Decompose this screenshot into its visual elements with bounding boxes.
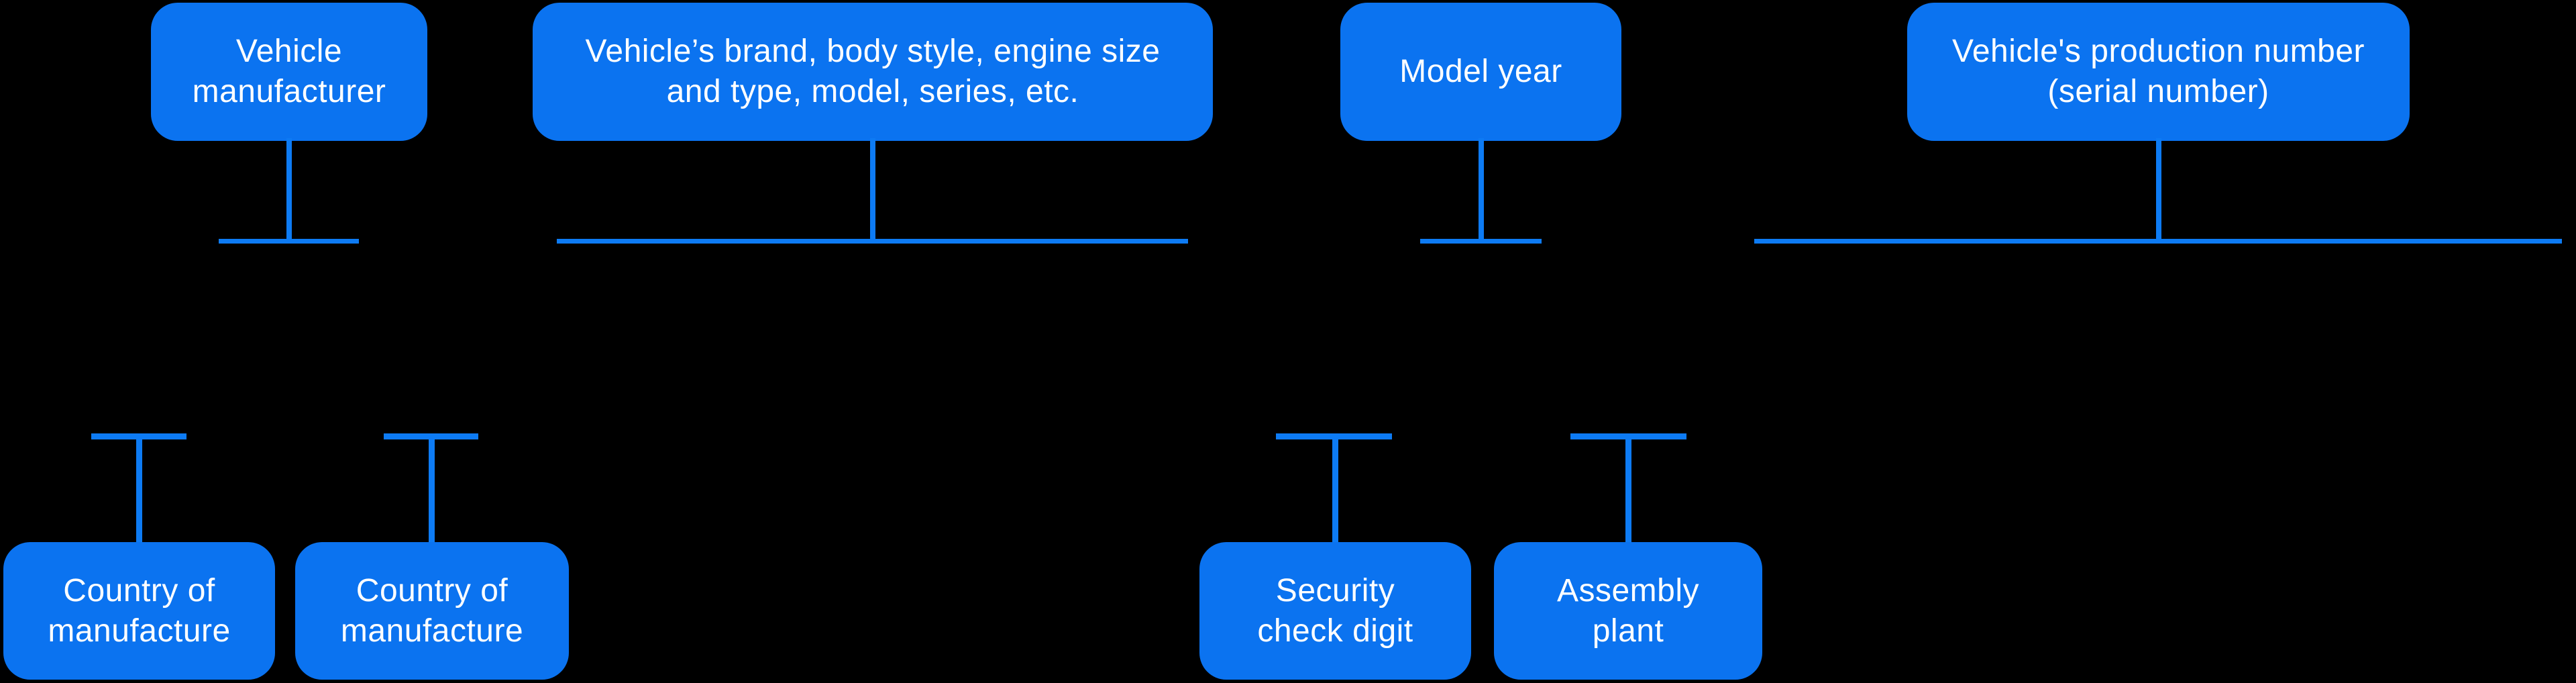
label-line: manufacture (340, 613, 524, 649)
connector-bar-vehicle-manufacturer (219, 239, 359, 244)
label-line: Country of (356, 572, 508, 609)
node-assembly-plant: Assembly plant (1494, 542, 1762, 680)
node-country-of-manufacture-1: Country of manufacture (3, 542, 275, 680)
label-line: Model year (1399, 54, 1562, 89)
connector-stem-security-check-digit (1332, 433, 1338, 542)
label-line: plant (1592, 613, 1664, 649)
node-security-check-digit: Security check digit (1199, 542, 1471, 680)
connector-stem-assembly-plant (1625, 433, 1631, 542)
node-vehicle-descriptor: Vehicle’s brand, body style, engine size… (533, 3, 1213, 141)
label-line: Assembly (1556, 572, 1700, 609)
label-line: Vehicle (235, 34, 343, 69)
node-label: Vehicle's production number (serial numb… (1952, 32, 2365, 112)
label-line: Vehicle’s brand, body style, engine size (585, 34, 1161, 69)
node-vehicle-manufacturer: Vehicle manufacturer (151, 3, 427, 141)
node-label: Vehicle manufacturer (193, 32, 386, 112)
connector-stem-vehicle-descriptor (870, 138, 875, 240)
node-label: Country of manufacture (341, 571, 523, 651)
label-line: manufacturer (192, 74, 386, 109)
label-line: Security (1275, 572, 1395, 609)
connector-stem-model-year (1479, 138, 1484, 240)
connector-bar-model-year (1420, 239, 1542, 244)
connector-bar-vehicle-descriptor (557, 239, 1188, 244)
label-line: (serial number) (2047, 74, 2269, 109)
node-country-of-manufacture-2: Country of manufacture (295, 542, 569, 680)
label-line: and type, model, series, etc. (666, 74, 1079, 109)
node-label: Vehicle’s brand, body style, engine size… (586, 32, 1161, 112)
connector-stem-country-2 (429, 433, 435, 542)
connector-stem-vehicle-manufacturer (286, 138, 292, 240)
connector-stem-production-number (2156, 138, 2161, 240)
connector-stem-country-1 (136, 433, 142, 542)
label-line: manufacture (48, 613, 231, 649)
node-label: Assembly plant (1557, 571, 1699, 651)
connector-bar-production-number (1754, 239, 2562, 244)
node-production-number: Vehicle's production number (serial numb… (1907, 3, 2410, 141)
label-line: Country of (63, 572, 215, 609)
node-model-year: Model year (1340, 3, 1621, 141)
node-label: Model year (1399, 52, 1562, 92)
label-line: check digit (1257, 613, 1413, 649)
node-label: Country of manufacture (48, 571, 230, 651)
label-line: Vehicle's production number (1951, 34, 2365, 69)
node-label: Security check digit (1257, 571, 1413, 651)
